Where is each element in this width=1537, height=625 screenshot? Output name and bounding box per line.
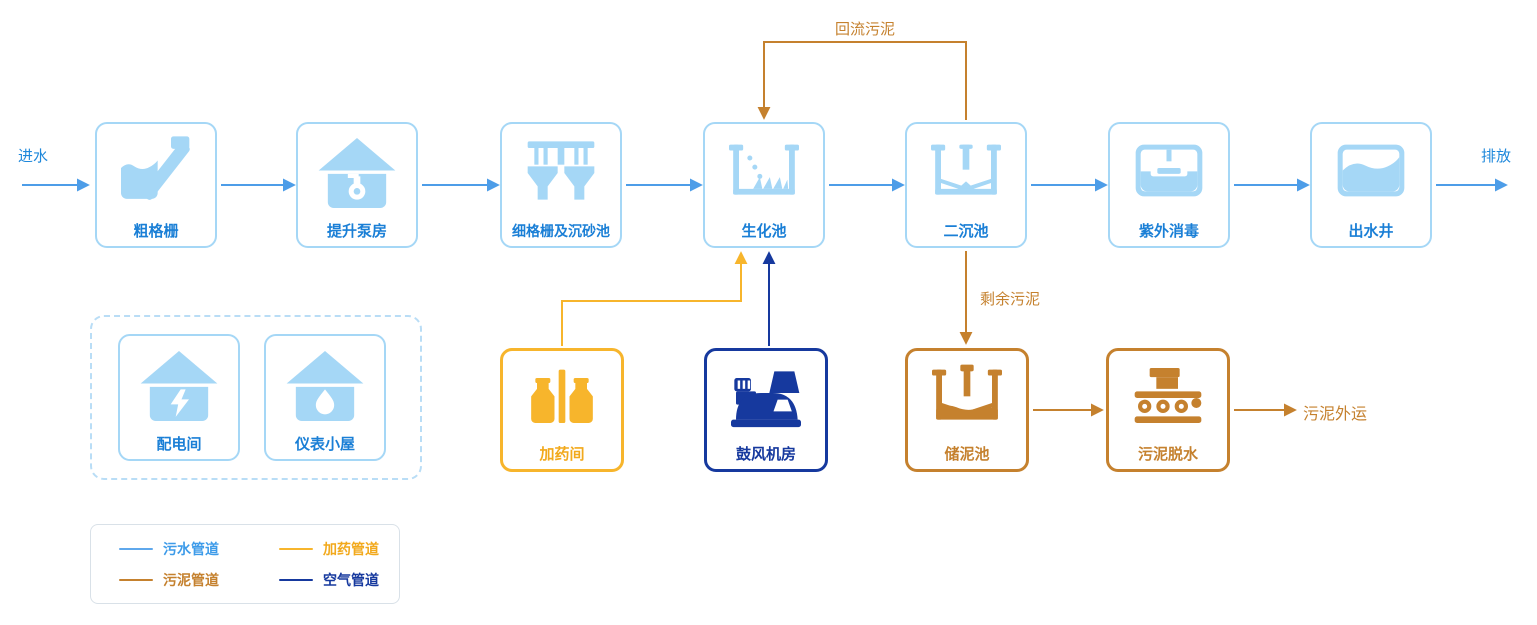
sludge-out-label: 污泥外运 bbox=[1303, 406, 1368, 423]
outlet-label: 排放 bbox=[1481, 148, 1512, 165]
node-secondary-clarifier: 二沉池 bbox=[905, 122, 1027, 248]
legend-item-dosing: 加药管道 bbox=[279, 539, 409, 559]
legend-label: 空气管道 bbox=[323, 571, 379, 588]
sludge-line-swatch bbox=[119, 578, 153, 581]
dosing-room-icon bbox=[503, 351, 621, 445]
node-dosing-room: 加药间 bbox=[500, 348, 624, 472]
dosing-line bbox=[561, 251, 748, 346]
belt-press-icon bbox=[1109, 351, 1227, 445]
node-label: 加药间 bbox=[539, 446, 585, 463]
node-label: 配电间 bbox=[156, 436, 202, 453]
excess-sludge-label: 剩余污泥 bbox=[980, 291, 1041, 308]
node-label: 紫外消毒 bbox=[1138, 223, 1199, 240]
node-instrument-hut: 仪表小屋 bbox=[264, 334, 386, 461]
legend-item-sewage: 污水管道 bbox=[119, 539, 279, 559]
outlet-well-icon bbox=[1312, 124, 1430, 222]
return-sludge-line bbox=[757, 41, 967, 120]
coarse-screen-icon bbox=[97, 124, 215, 222]
node-label: 污泥脱水 bbox=[1137, 446, 1198, 463]
node-label: 仪表小屋 bbox=[294, 436, 355, 453]
node-power-room: 配电间 bbox=[118, 334, 240, 461]
return-sludge-label: 回流污泥 bbox=[835, 21, 896, 38]
node-coarse-screen: 粗格栅 bbox=[95, 122, 217, 248]
legend-item-air: 空气管道 bbox=[279, 570, 409, 590]
inlet-label: 进水 bbox=[18, 148, 49, 165]
legend-label: 污水管道 bbox=[163, 540, 219, 557]
air-line-swatch bbox=[279, 578, 313, 581]
secondary-clarifier-icon bbox=[907, 124, 1025, 222]
node-label: 出水井 bbox=[1348, 223, 1394, 240]
auxiliary-buildings-group bbox=[90, 315, 422, 480]
power-room-icon bbox=[120, 336, 238, 435]
node-label: 提升泵房 bbox=[326, 223, 387, 240]
legend-label: 污泥管道 bbox=[163, 571, 219, 588]
uv-disinfection-icon bbox=[1110, 124, 1228, 222]
node-label: 储泥池 bbox=[944, 446, 990, 463]
node-uv-disinfection: 紫外消毒 bbox=[1108, 122, 1230, 248]
dosing-line-swatch bbox=[279, 547, 313, 550]
pump-house-icon bbox=[298, 124, 416, 222]
sewage-line-swatch bbox=[119, 547, 153, 550]
legend-label: 加药管道 bbox=[323, 540, 379, 557]
node-blower-house: 鼓风机房 bbox=[704, 348, 828, 472]
node-label: 鼓风机房 bbox=[735, 446, 796, 463]
blower-icon bbox=[707, 351, 825, 445]
sludge-storage-icon bbox=[908, 351, 1026, 445]
node-fine-screen-grit-chamber: 细格栅及沉砂池 bbox=[500, 122, 622, 248]
node-sludge-dewatering: 污泥脱水 bbox=[1106, 348, 1230, 472]
node-label: 二沉池 bbox=[943, 223, 989, 240]
node-label: 粗格栅 bbox=[133, 223, 179, 240]
node-lift-pump-house: 提升泵房 bbox=[296, 122, 418, 248]
instrument-hut-icon bbox=[266, 336, 384, 435]
biochemical-tank-icon bbox=[705, 124, 823, 222]
legend-item-sludge: 污泥管道 bbox=[119, 570, 279, 590]
node-label: 细格栅及沉砂池 bbox=[512, 223, 610, 239]
node-sludge-storage-tank: 储泥池 bbox=[905, 348, 1029, 472]
node-biochemical-tank: 生化池 bbox=[703, 122, 825, 248]
node-outlet-well: 出水井 bbox=[1310, 122, 1432, 248]
fine-screen-grit-icon bbox=[502, 124, 620, 222]
node-label: 生化池 bbox=[741, 223, 787, 240]
pipe-legend: 污水管道 加药管道 污泥管道 空气管道 bbox=[90, 524, 400, 604]
